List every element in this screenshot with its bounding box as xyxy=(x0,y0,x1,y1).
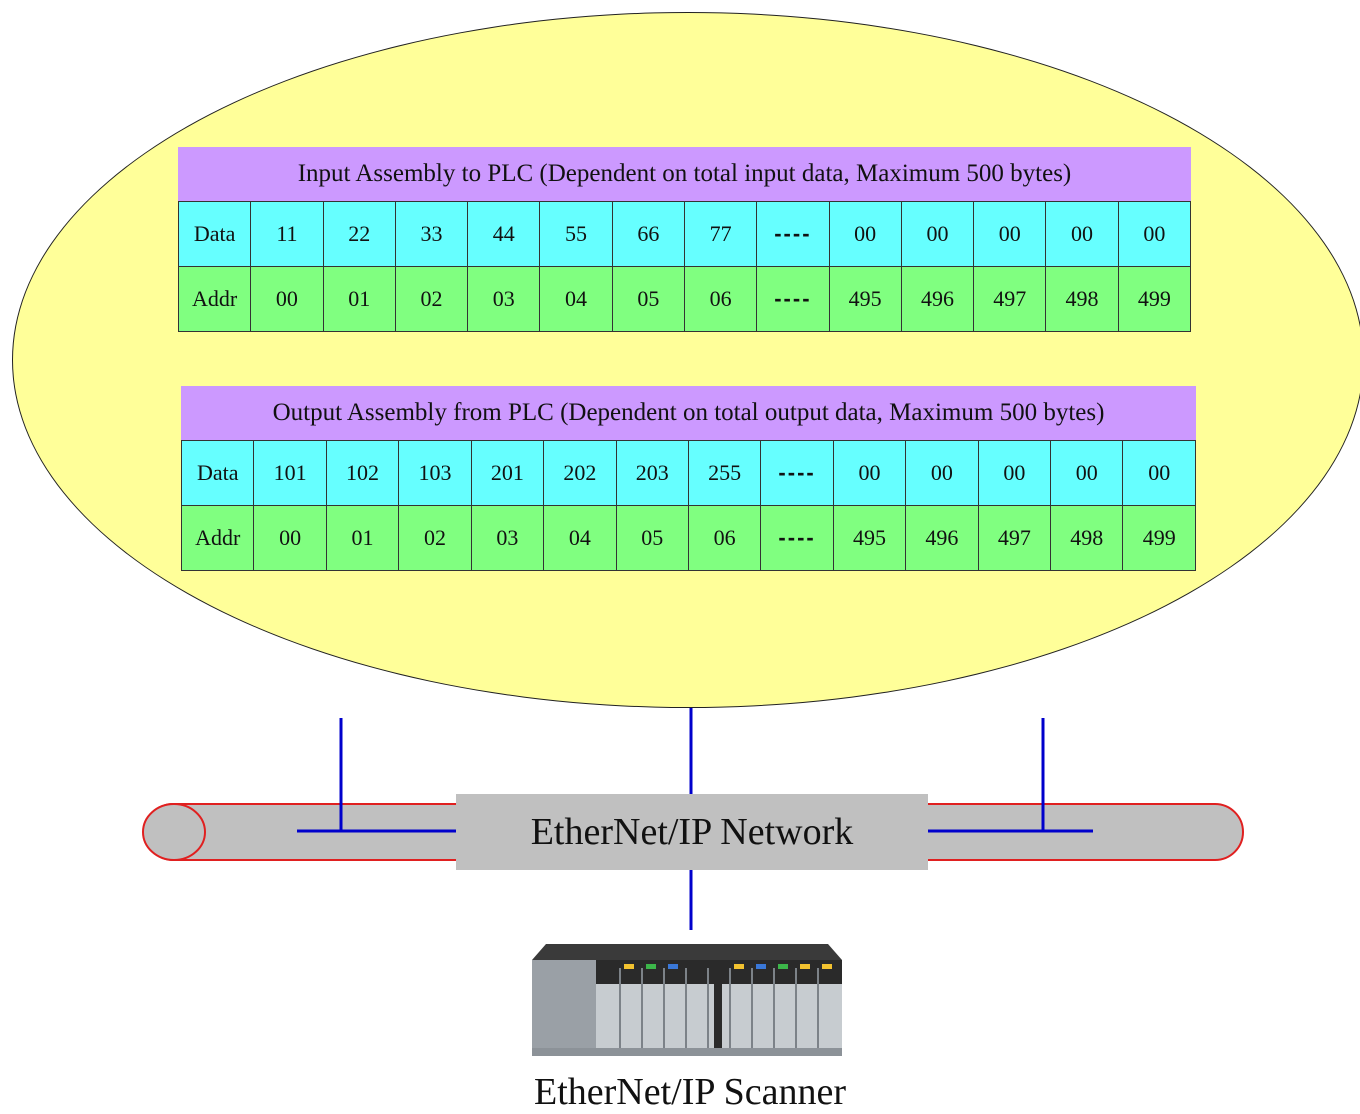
addr-cell: 02 xyxy=(394,266,469,332)
addr-cell: 01 xyxy=(325,505,400,571)
addr-cell: 04 xyxy=(543,505,617,571)
input-assembly-grid: Data 11 22 33 44 55 66 77 ---- 00 00 00 … xyxy=(177,201,1192,332)
addr-cell: 496 xyxy=(905,505,979,571)
addr-cell: 00 xyxy=(250,266,324,332)
addr-cell: 03 xyxy=(467,266,541,332)
addr-cell: 498 xyxy=(1045,266,1119,332)
data-cell: 00 xyxy=(1045,201,1119,267)
addr-cell: 496 xyxy=(900,266,975,332)
data-cell: 00 xyxy=(1122,440,1196,506)
data-cell: 00 xyxy=(900,201,975,267)
output-assembly-grid: Data 101 102 103 201 202 203 255 ---- 00… xyxy=(180,440,1196,571)
data-cell: 00 xyxy=(977,440,1052,506)
network-label: EtherNet/IP Network xyxy=(456,794,928,870)
data-cell: 44 xyxy=(467,201,541,267)
data-cell: 22 xyxy=(322,201,396,267)
output-data-row: Data 101 102 103 201 202 203 255 ---- 00… xyxy=(180,440,1196,506)
addr-cell: 06 xyxy=(683,266,758,332)
ellipsis-cell: ---- xyxy=(760,440,834,506)
output-assembly-table: Output Assembly from PLC (Dependent on t… xyxy=(180,386,1196,571)
data-cell: 77 xyxy=(683,201,758,267)
plc-chassis-icon xyxy=(532,944,842,1056)
input-assembly-table: Input Assembly to PLC (Dependent on tota… xyxy=(177,147,1192,332)
tap-left xyxy=(297,718,456,833)
ellipsis-cell: ---- xyxy=(760,505,834,571)
data-cell: 66 xyxy=(611,201,685,267)
addr-cell: 499 xyxy=(1122,505,1196,571)
data-cell: 201 xyxy=(470,440,545,506)
data-cell: 00 xyxy=(905,440,979,506)
cable-end-left xyxy=(142,803,206,861)
data-cell: 103 xyxy=(398,440,472,506)
addr-cell: 497 xyxy=(973,266,1047,332)
addr-cell: 06 xyxy=(687,505,762,571)
device-ellipse xyxy=(12,12,1360,708)
data-cell: 00 xyxy=(1117,201,1192,267)
addr-cell: 497 xyxy=(977,505,1052,571)
data-cell: 255 xyxy=(687,440,762,506)
data-cell: 00 xyxy=(973,201,1047,267)
output-assembly-title: Output Assembly from PLC (Dependent on t… xyxy=(181,386,1196,440)
tap-right xyxy=(928,718,1093,833)
input-data-row: Data 11 22 33 44 55 66 77 ---- 00 00 00 … xyxy=(177,201,1192,267)
addr-cell: 00 xyxy=(253,505,327,571)
data-cell: 11 xyxy=(250,201,324,267)
addr-cell: 02 xyxy=(398,505,472,571)
data-cell: 00 xyxy=(832,440,907,506)
addr-cell: 03 xyxy=(470,505,545,571)
addr-cell: 495 xyxy=(832,505,907,571)
addr-cell: 499 xyxy=(1117,266,1192,332)
row-label-addr: Addr xyxy=(180,505,255,571)
row-label-data: Data xyxy=(180,440,255,506)
addr-cell: 04 xyxy=(539,266,613,332)
data-cell: 00 xyxy=(828,201,902,267)
ellipsis-cell: ---- xyxy=(756,266,830,332)
scanner-label: EtherNet/IP Scanner xyxy=(534,1071,846,1113)
data-cell: 101 xyxy=(253,440,327,506)
data-cell: 00 xyxy=(1050,440,1124,506)
data-cell: 33 xyxy=(394,201,469,267)
input-addr-row: Addr 00 01 02 03 04 05 06 ---- 495 496 4… xyxy=(177,266,1192,332)
addr-cell: 498 xyxy=(1050,505,1124,571)
addr-cell: 05 xyxy=(615,505,689,571)
addr-cell: 495 xyxy=(828,266,902,332)
output-addr-row: Addr 00 01 02 03 04 05 06 ---- 495 496 4… xyxy=(180,505,1196,571)
input-assembly-title: Input Assembly to PLC (Dependent on tota… xyxy=(178,147,1191,201)
ellipsis-cell: ---- xyxy=(756,201,830,267)
